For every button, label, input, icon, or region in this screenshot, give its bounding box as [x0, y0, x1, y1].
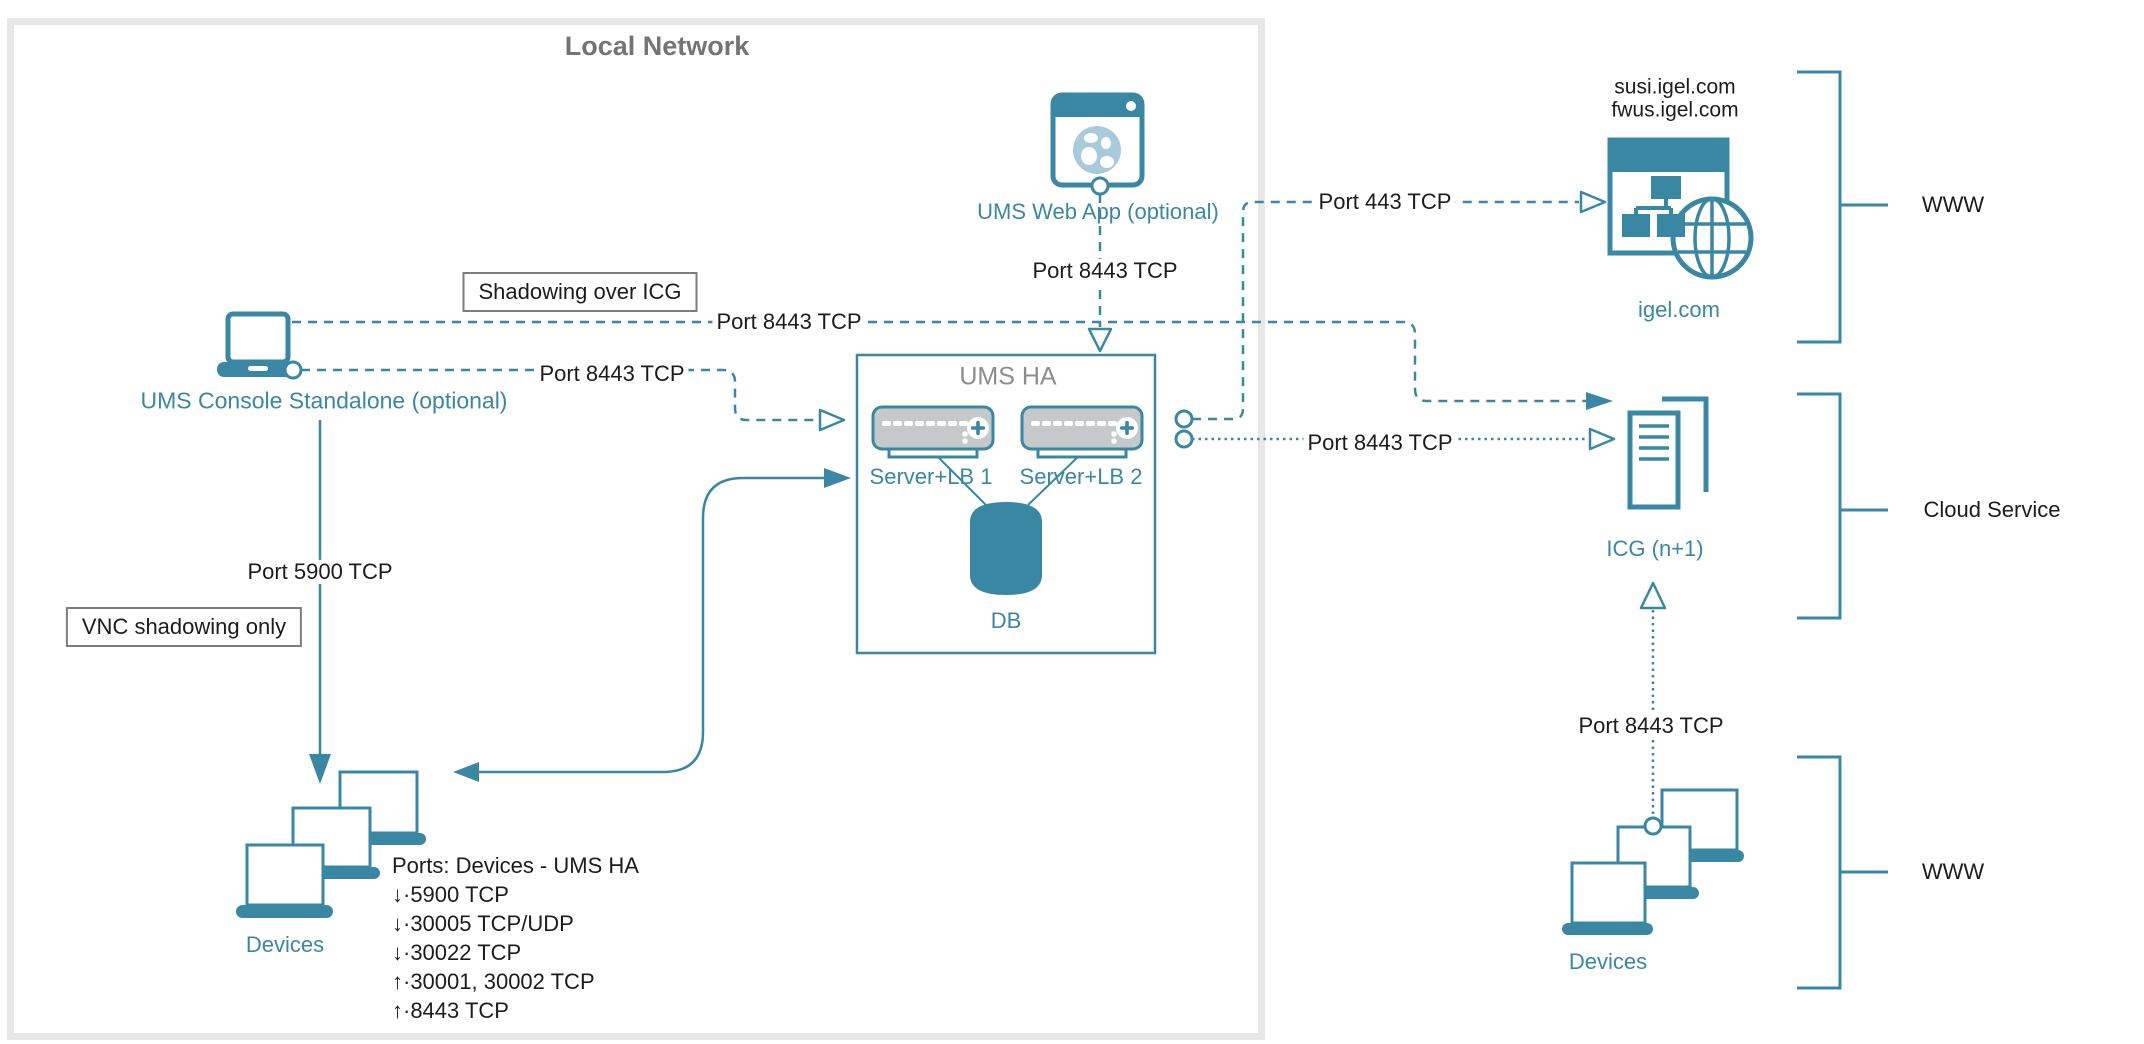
ports-list-item: ↑·8443 TCP	[392, 998, 509, 1023]
cloud-service-bracket	[1797, 392, 1888, 620]
webapp-icon	[1050, 92, 1145, 196]
icg-icon	[1627, 396, 1709, 510]
globe-glyph	[1670, 196, 1754, 280]
vnc-shadowing-only-callout: VNC shadowing only	[65, 607, 303, 647]
edge-console-devices	[309, 420, 331, 784]
igel-com-icon	[1607, 137, 1754, 280]
server-lb2-label: Server+LB 2	[1019, 463, 1143, 489]
port-label-ums-icg: Port 8443 TCP	[1303, 430, 1457, 456]
port-label-console-ums: Port 8443 TCP	[535, 361, 689, 387]
port-label-shadowing: Port 8443 TCP	[712, 309, 866, 335]
ports-list-item: ↓·30005 TCP/UDP	[392, 911, 574, 936]
port-label-console-devices: Port 5900 TCP	[243, 559, 397, 585]
console-label: UMS Console Standalone (optional)	[140, 387, 508, 414]
shadowing-over-icg-callout: Shadowing over ICG	[462, 272, 698, 312]
sitemap-glyph	[1622, 176, 1685, 237]
db-label: DB	[990, 607, 1022, 633]
devices-left-label: Devices	[245, 931, 325, 957]
port-label-webapp-ums: Port 8443 TCP	[1028, 258, 1182, 284]
port-label-ums-igel: Port 443 TCP	[1314, 189, 1456, 215]
console-laptop-icon	[217, 311, 303, 380]
igel-com-label: igel.com	[1638, 296, 1720, 322]
server-lb1-icon	[871, 405, 995, 459]
edge-devices-icg	[1639, 581, 1667, 817]
edge-umsha-igel	[1192, 190, 1607, 421]
local-network-title: Local Network	[564, 31, 750, 62]
igel-domain-fwus: fwus.igel.com	[1611, 98, 1739, 122]
database-icon	[970, 502, 1042, 595]
ports-list-title: Ports: Devices - UMS HA	[392, 853, 639, 878]
edge-console-icg-shadowing	[292, 320, 1613, 410]
www-bottom-bracket	[1797, 755, 1888, 990]
edge-console-umsha	[301, 368, 846, 432]
ports-list-item: ↓·5900 TCP	[392, 882, 509, 907]
ports-list-item: ↓·30022 TCP	[392, 940, 522, 965]
edge-umsha-icg	[1192, 427, 1616, 451]
ports-list-item: ↑·30001, 30002 TCP	[392, 969, 595, 994]
devices-right-label: Devices	[1568, 948, 1648, 974]
icg-label: ICG (n+1)	[1606, 535, 1704, 561]
devices-right-icon	[1562, 788, 1744, 935]
ports-list: Ports: Devices - UMS HA ↓·5900 TCP ↓·300…	[392, 851, 639, 1025]
umsha-port-dot-top	[1174, 409, 1194, 429]
ums-ha-title: UMS HA	[959, 362, 1057, 391]
zone-cloud-service-label: Cloud Service	[1923, 496, 2061, 522]
umsha-port-dot-bottom	[1174, 429, 1194, 449]
edge-devices-umsha	[453, 468, 851, 782]
port-label-devices-icg: Port 8443 TCP	[1574, 713, 1728, 739]
webapp-label: UMS Web App (optional)	[977, 198, 1219, 224]
devices-left-icon	[236, 770, 426, 918]
igel-domain-susi: susi.igel.com	[1614, 75, 1736, 99]
zone-www-top-label: WWW	[1921, 191, 1985, 217]
www-top-bracket	[1797, 70, 1888, 344]
server-lb1-label: Server+LB 1	[869, 463, 993, 489]
server-lb2-icon	[1020, 405, 1144, 459]
zone-www-bottom-label: WWW	[1921, 858, 1985, 884]
